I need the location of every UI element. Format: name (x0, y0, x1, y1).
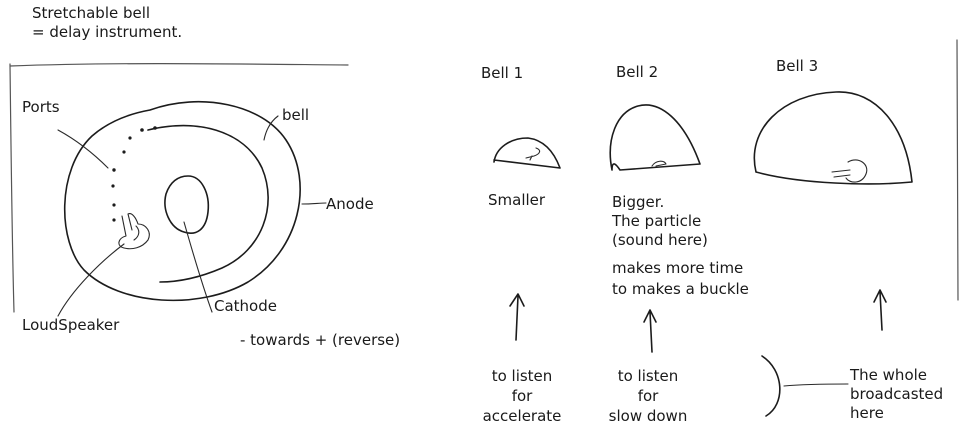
left-frame-left (9, 63, 15, 313)
bell-2-title: Bell 2 (616, 63, 659, 81)
anode-leader (301, 202, 327, 205)
port-dot (112, 203, 116, 207)
label-ports: Ports (22, 98, 60, 116)
bell-1-particle (525, 147, 541, 161)
ports-leader (57, 129, 109, 169)
bell-1-note-line: to listen (491, 367, 553, 385)
label-anode: Anode (326, 195, 374, 213)
bell-2-caption-line: makes more time (612, 259, 744, 277)
arrow-bell-1 (509, 293, 525, 341)
cathode-leader (183, 221, 213, 313)
bell-1-note-line: for (511, 387, 533, 405)
bell-1-note-line: accelerate (482, 407, 562, 425)
arrow-bell-2 (643, 309, 657, 353)
port-dot (153, 126, 157, 130)
bell-2-note-line: slow down (608, 407, 688, 425)
speaker-bracket (761, 355, 781, 417)
bell-2-caption-line: to makes a buckle (612, 280, 749, 298)
bell-2-shape (609, 104, 701, 171)
bell-3-shape (753, 91, 913, 185)
bell-2-caption-line: (sound here) (612, 231, 708, 249)
bell-3-title: Bell 3 (776, 57, 819, 75)
left-frame-top (9, 63, 349, 67)
inner-ring (147, 124, 269, 283)
loudspeaker-icon (118, 213, 150, 250)
bell-3-note-line: here (850, 404, 884, 422)
bell-1-title: Bell 1 (481, 64, 524, 82)
label-loudspeaker: LoudSpeaker (22, 316, 120, 334)
bell-2-caption-line: The particle (612, 212, 702, 230)
bell-3-note-line: The whole (850, 366, 928, 384)
bell-1-shape (493, 137, 561, 169)
label-cathode: Cathode (214, 297, 277, 315)
port-dot (140, 128, 144, 132)
bell-1-caption: Smaller (488, 191, 546, 209)
bell-leader (263, 115, 279, 141)
outer-ring (63, 100, 301, 302)
title-line-1: Stretchable bell (32, 4, 151, 22)
bell-3-note-line: broadcasted (850, 385, 944, 403)
arrow-bell-3 (873, 289, 887, 331)
bell-2-particle (651, 160, 667, 167)
bell-2-caption-line: Bigger. (612, 193, 665, 211)
port-dot (111, 184, 115, 188)
right-frame-edge (956, 39, 959, 301)
port-dot (112, 168, 116, 172)
bell-2-note-line: for (637, 387, 659, 405)
bell-2-note-line: to listen (617, 367, 679, 385)
port-dot (122, 150, 126, 154)
title-line-2: = delay instrument. (32, 23, 183, 41)
label-direction: - towards + (reverse) (240, 331, 401, 349)
port-dot (128, 136, 132, 140)
bell-3-particle (831, 159, 868, 183)
cathode-ellipse (164, 175, 210, 234)
broadcast-leader (783, 383, 849, 387)
label-bell: bell (282, 106, 310, 124)
port-dot (112, 218, 116, 222)
loudspeaker-leader (57, 243, 125, 317)
